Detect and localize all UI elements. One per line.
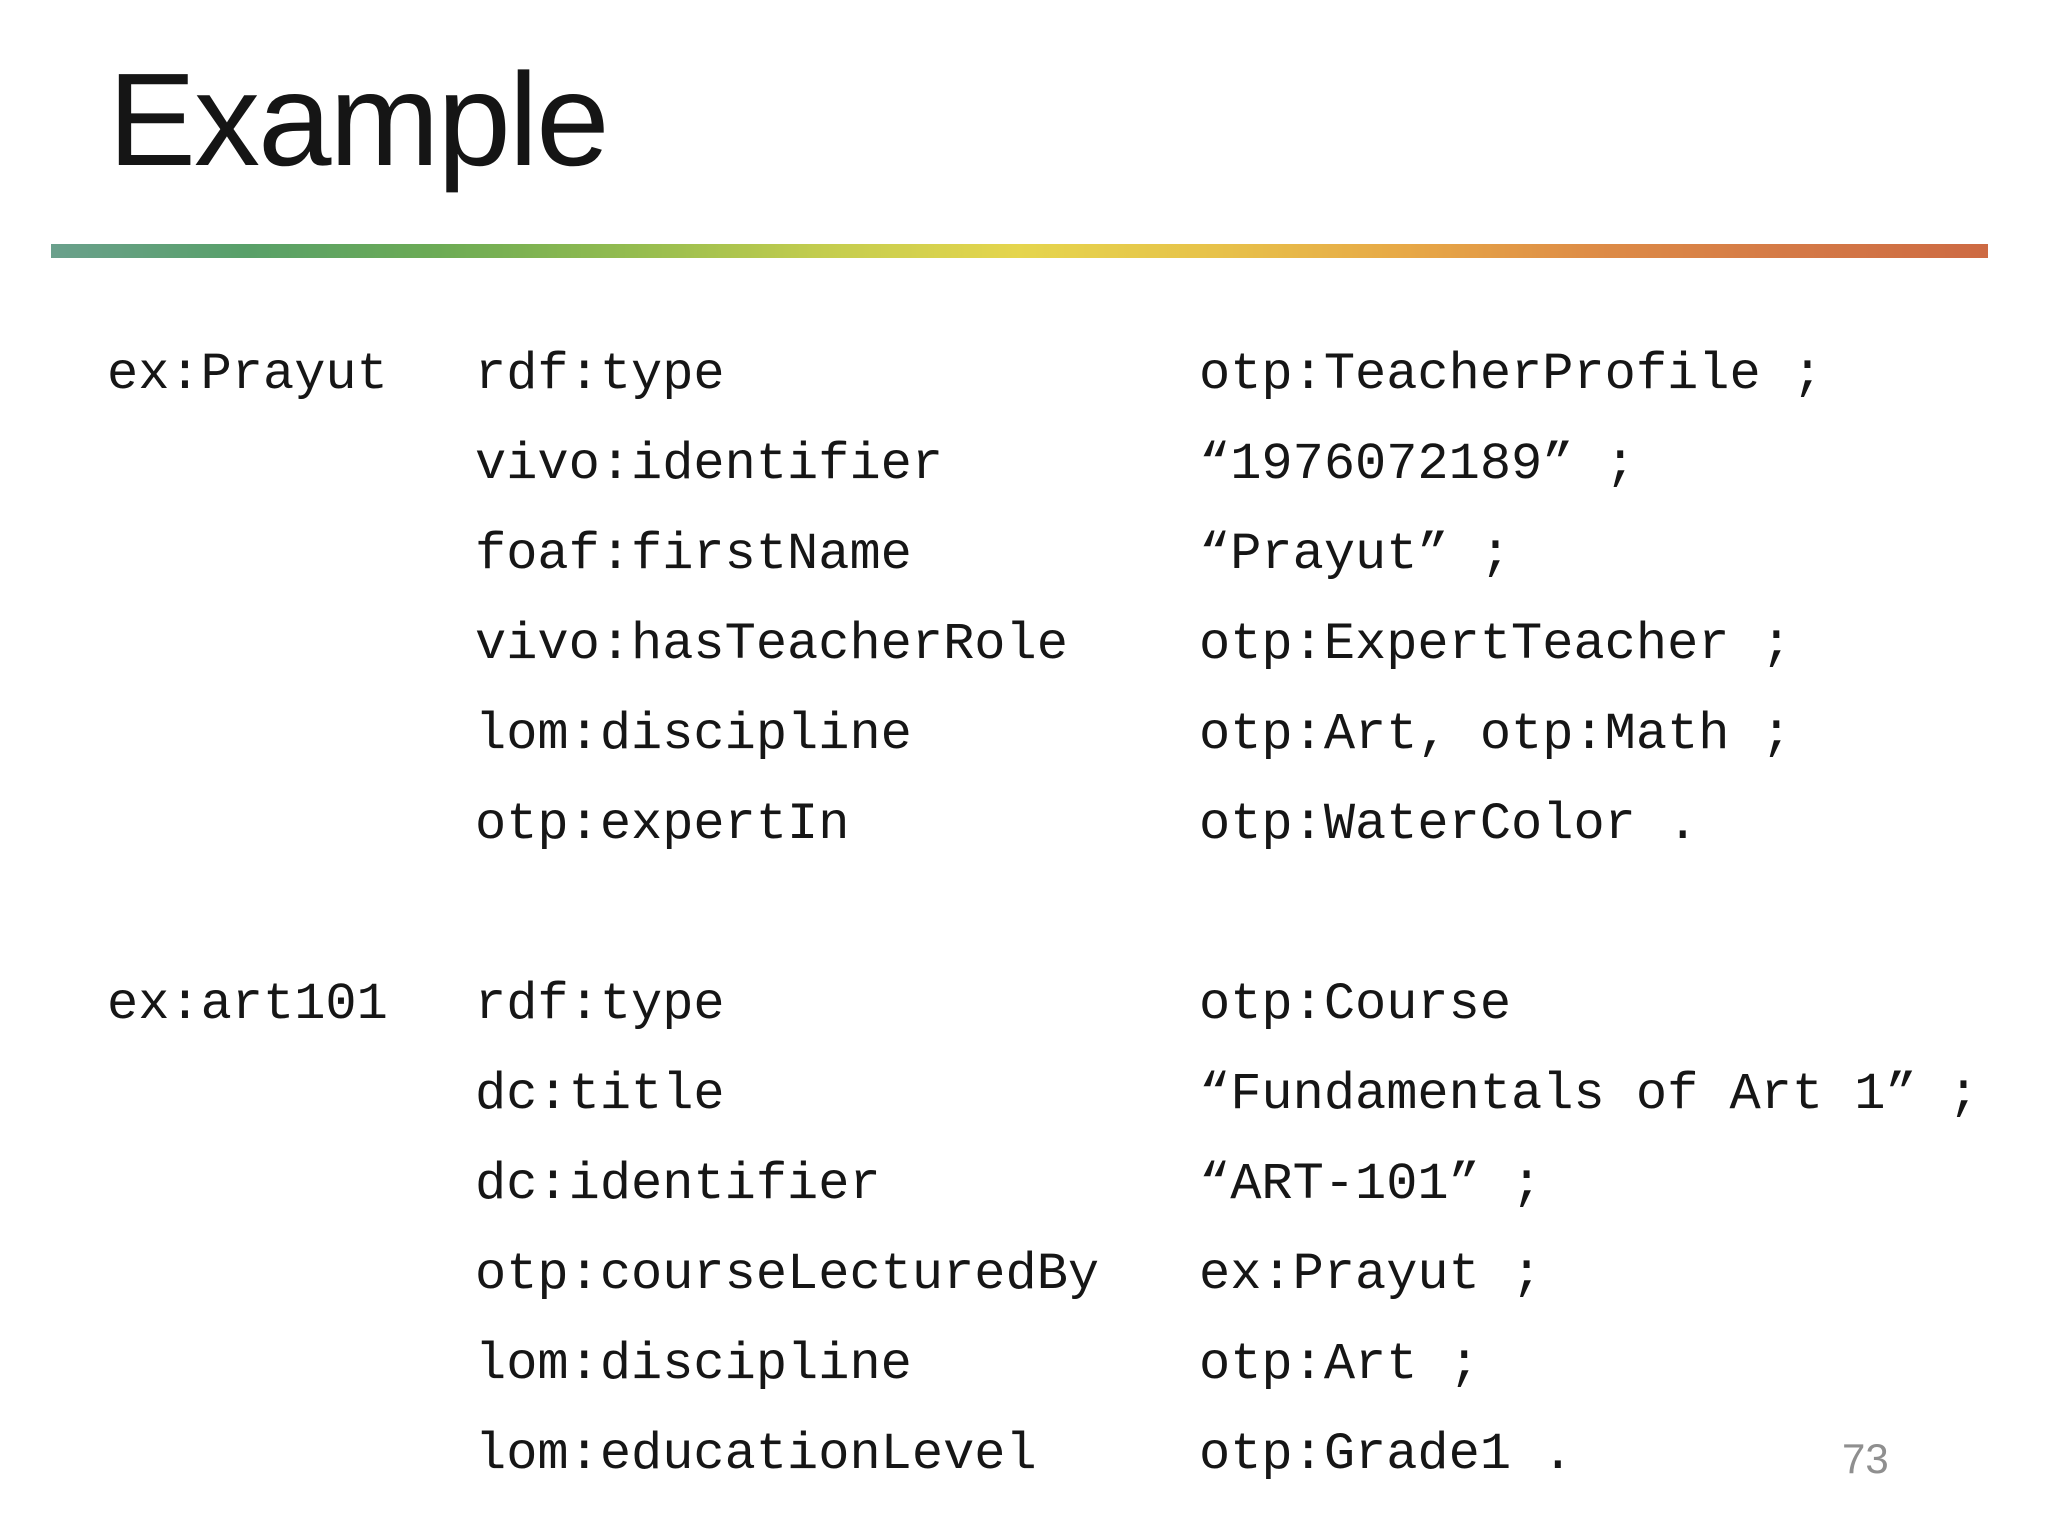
accent-rule bbox=[51, 244, 1988, 258]
object-cell: “Fundamentals of Art 1” ; bbox=[1199, 1065, 1980, 1124]
triple-row: foaf:firstName “Prayut” ; bbox=[0, 510, 2048, 600]
predicate-cell: lom:educationLevel bbox=[475, 1425, 1037, 1484]
object-cell: otp:Art ; bbox=[1199, 1335, 1480, 1394]
triple-row: lom:educationLevel otp:Grade1 . bbox=[0, 1410, 2048, 1500]
object-cell: “1976072189” ; bbox=[1199, 435, 1636, 494]
triple-row: vivo:identifier “1976072189” ; bbox=[0, 420, 2048, 510]
predicate-cell: otp:expertIn bbox=[475, 795, 850, 854]
object-cell: otp:Course bbox=[1199, 975, 1512, 1034]
predicate-cell: vivo:hasTeacherRole bbox=[475, 615, 1068, 674]
page-number: 73 bbox=[1842, 1435, 1889, 1482]
object-cell: otp:Art, otp:Math ; bbox=[1199, 705, 1792, 764]
triple-row: ex:Prayut rdf:type otp:TeacherProfile ; bbox=[0, 330, 2048, 420]
page-title: Example bbox=[108, 46, 610, 193]
triple-row: dc:identifier “ART-101” ; bbox=[0, 1140, 2048, 1230]
object-cell: ex:Prayut ; bbox=[1199, 1245, 1543, 1304]
subject-cell: ex:art101 bbox=[107, 975, 388, 1034]
predicate-cell: lom:discipline bbox=[475, 1335, 912, 1394]
triple-row: otp:courseLecturedBy ex:Prayut ; bbox=[0, 1230, 2048, 1320]
object-cell: otp:Grade1 . bbox=[1199, 1425, 1574, 1484]
object-cell: “Prayut” ; bbox=[1199, 525, 1512, 584]
predicate-cell: rdf:type bbox=[475, 345, 725, 404]
triple-row: lom:discipline otp:Art, otp:Math ; bbox=[0, 690, 2048, 780]
turtle-code-block: ex:Prayut rdf:type otp:TeacherProfile ; … bbox=[0, 330, 2048, 1500]
predicate-cell: rdf:type bbox=[475, 975, 725, 1034]
predicate-cell: dc:identifier bbox=[475, 1155, 881, 1214]
triple-row: dc:title “Fundamentals of Art 1” ; bbox=[0, 1050, 2048, 1140]
object-cell: otp:ExpertTeacher ; bbox=[1199, 615, 1792, 674]
object-cell: otp:TeacherProfile ; bbox=[1199, 345, 1824, 404]
triple-row: otp:expertIn otp:WaterColor . bbox=[0, 780, 2048, 870]
predicate-cell: otp:courseLecturedBy bbox=[475, 1245, 1100, 1304]
object-cell: “ART-101” ; bbox=[1199, 1155, 1543, 1214]
subject-cell: ex:Prayut bbox=[107, 345, 388, 404]
object-cell: otp:WaterColor . bbox=[1199, 795, 1699, 854]
block-spacer bbox=[0, 870, 2048, 960]
triple-row: ex:art101 rdf:type otp:Course bbox=[0, 960, 2048, 1050]
predicate-cell: foaf:firstName bbox=[475, 525, 912, 584]
predicate-cell: dc:title bbox=[475, 1065, 725, 1124]
triple-row: lom:discipline otp:Art ; bbox=[0, 1320, 2048, 1410]
predicate-cell: vivo:identifier bbox=[475, 435, 944, 494]
triple-row: vivo:hasTeacherRole otp:ExpertTeacher ; bbox=[0, 600, 2048, 690]
predicate-cell: lom:discipline bbox=[475, 705, 912, 764]
